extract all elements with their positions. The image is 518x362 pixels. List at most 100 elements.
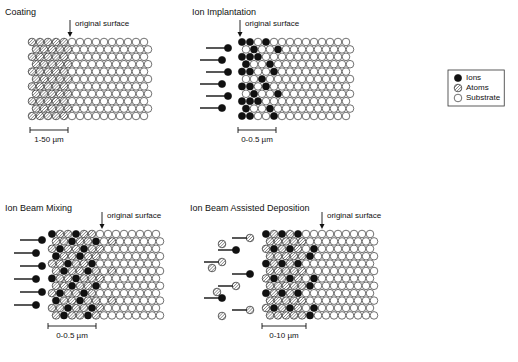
substrate-circle	[302, 53, 310, 61]
atom-circle	[213, 288, 221, 296]
atom-circle	[64, 90, 72, 98]
substrate-circle	[92, 97, 100, 105]
atom-circle	[246, 234, 254, 242]
atom-circle	[36, 38, 44, 46]
ion-dot	[88, 260, 95, 267]
ion-dot	[246, 68, 253, 75]
atom-circle	[48, 105, 56, 113]
substrate-circle	[314, 90, 322, 98]
substrate-circle	[148, 238, 156, 246]
substrate-circle	[112, 90, 120, 98]
ion-dot	[68, 238, 75, 245]
atom-circle	[108, 238, 116, 246]
substrate-circle	[262, 53, 270, 61]
substrate-circle	[258, 90, 266, 98]
substrate-circle	[108, 38, 116, 46]
substrate-circle	[282, 75, 290, 83]
substrate-circle	[100, 312, 108, 320]
substrate-circle	[140, 53, 148, 61]
atom-circle	[52, 38, 60, 46]
substrate-circle	[362, 238, 370, 246]
atom-circle	[282, 238, 290, 246]
substrate-circle	[254, 68, 262, 76]
substrate-circle	[128, 105, 136, 113]
substrate-circle	[72, 105, 80, 113]
atom-circle	[64, 230, 72, 238]
substrate-circle	[366, 245, 374, 253]
substrate-circle	[362, 282, 370, 290]
substrate-circle	[92, 83, 100, 91]
atom-circle	[56, 90, 64, 98]
atom-circle	[298, 267, 306, 275]
atom-circle	[48, 304, 56, 312]
atom-circle	[274, 297, 282, 305]
substrate-circle	[136, 304, 144, 312]
substrate-circle	[310, 289, 318, 297]
substrate-circle	[302, 68, 310, 76]
ion-dot	[262, 260, 269, 267]
substrate-circle	[306, 46, 314, 54]
surface-marker	[70, 20, 71, 33]
substrate-circle	[96, 289, 104, 297]
substrate-circle	[290, 46, 298, 54]
substrate-circle	[266, 46, 274, 54]
substrate-circle	[330, 312, 338, 320]
substrate-circle	[338, 90, 346, 98]
substrate-circle	[116, 297, 124, 305]
atom-circle	[52, 112, 60, 120]
substrate-circle	[136, 289, 144, 297]
atom-circle	[298, 282, 306, 290]
substrate-circle	[334, 112, 342, 120]
atom-circle	[92, 267, 100, 275]
surface-arrowhead	[68, 32, 73, 37]
ion-dot	[76, 297, 83, 304]
ion-dot	[88, 304, 95, 311]
atom-circle	[262, 275, 270, 283]
substrate-circle	[84, 112, 92, 120]
substrate-circle	[318, 83, 326, 91]
substrate-circle	[136, 75, 144, 83]
atom-circle	[266, 267, 274, 275]
substrate-circle	[140, 312, 148, 320]
substrate-circle	[156, 282, 164, 290]
substrate-circle	[116, 312, 124, 320]
scale-bar	[238, 130, 276, 131]
substrate-circle	[136, 275, 144, 283]
atom-circle	[108, 297, 116, 305]
ion-dot	[246, 83, 253, 90]
substrate-circle	[330, 252, 338, 260]
substrate-circle	[128, 275, 136, 283]
atom-circle	[40, 46, 48, 54]
substrate-circle	[92, 38, 100, 46]
substrate-circle	[84, 38, 92, 46]
substrate-circle	[290, 60, 298, 68]
substrate-circle	[258, 60, 266, 68]
substrate-circle	[120, 230, 128, 238]
atom-circle	[40, 90, 48, 98]
atom-circle	[294, 304, 302, 312]
beam-arrow	[20, 291, 39, 292]
atom-circle	[40, 60, 48, 68]
depth-label: 0-0.5 µm	[56, 332, 88, 340]
beam-arrow	[204, 261, 219, 262]
surface-marker	[102, 212, 103, 225]
atom-circle	[84, 238, 92, 246]
beam-arrow	[204, 297, 219, 298]
atom-circle	[274, 282, 282, 290]
substrate-circle	[242, 46, 250, 54]
substrate-circle	[76, 53, 84, 61]
substrate-circle	[96, 60, 104, 68]
substrate-circle	[322, 90, 330, 98]
substrate-circle	[334, 260, 342, 268]
substrate-circle	[128, 90, 136, 98]
substrate-circle	[108, 53, 116, 61]
substrate-circle	[358, 289, 366, 297]
beam-arrow	[206, 71, 225, 72]
substrate-circle	[330, 267, 338, 275]
atom-circle	[270, 260, 278, 268]
substrate-circle	[124, 97, 132, 105]
substrate-circle	[152, 289, 160, 297]
ion-dot	[246, 270, 253, 277]
substrate-circle	[298, 75, 306, 83]
substrate-circle	[104, 60, 112, 68]
